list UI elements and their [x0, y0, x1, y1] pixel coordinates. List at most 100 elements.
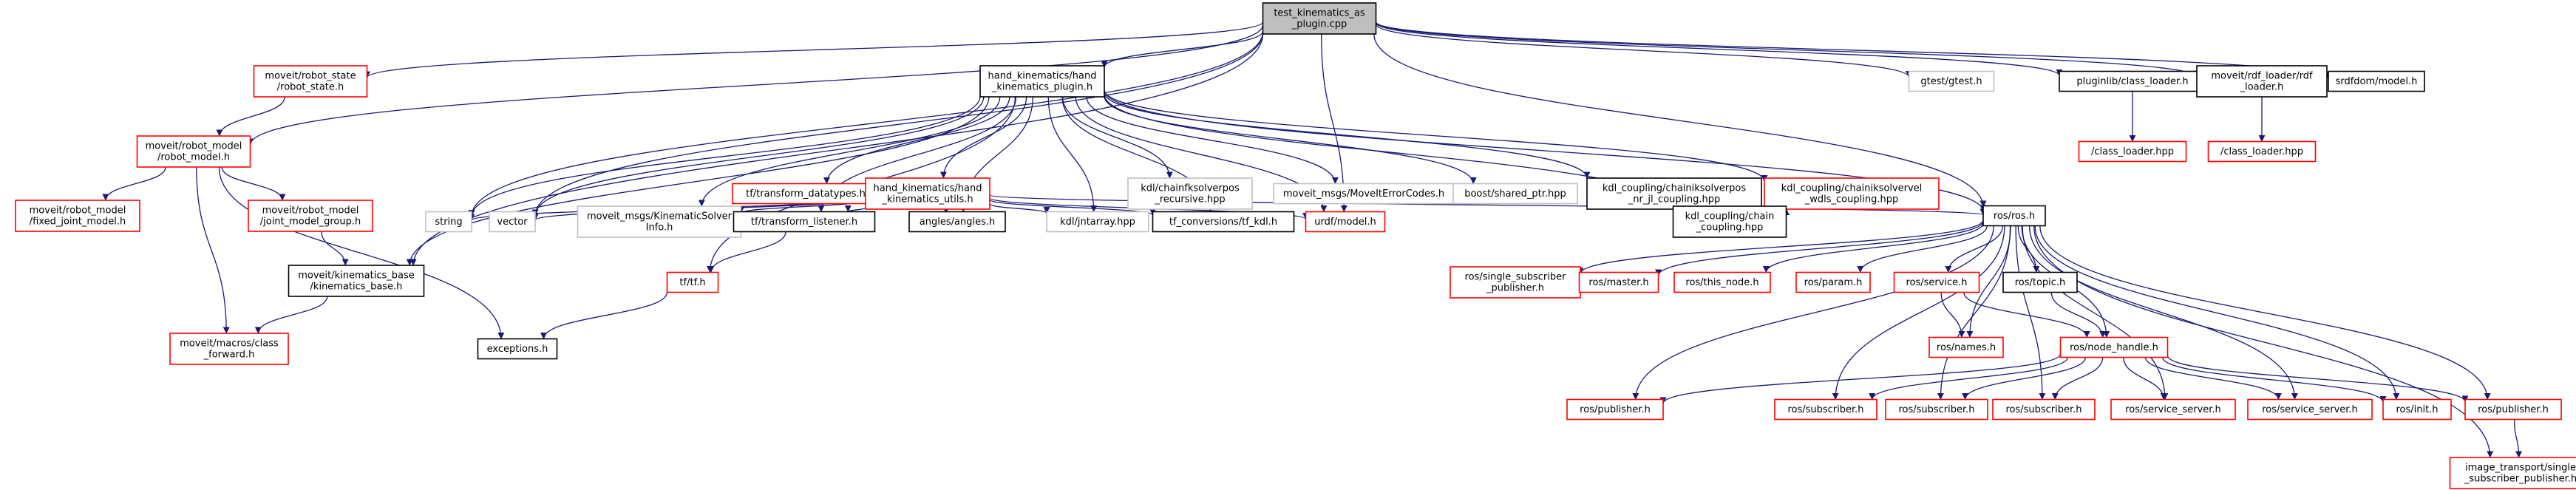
- node-label: _kinematics_utils.h: [881, 194, 973, 205]
- node-label: moveit/kinematics_base: [298, 270, 415, 282]
- edge-root-to-rosh: [1373, 33, 1987, 208]
- node-names[interactable]: ros/names.h: [1928, 336, 2004, 358]
- edge-root-to-urdfloader: [1375, 21, 2201, 78]
- edge-line: [823, 96, 1010, 184]
- edge-hku-to-tflist: [844, 205, 866, 213]
- node-label: string: [435, 217, 462, 228]
- node-classfwd[interactable]: moveit/macros/class_forward.h: [169, 333, 289, 365]
- node-label: ros/service_server.h: [2125, 404, 2221, 415]
- node-jmg[interactable]: moveit/robot_model/joint_model_group.h: [248, 200, 373, 232]
- node-service[interactable]: ros/service.h: [1893, 271, 1980, 293]
- node-srdf[interactable]: srdfdom/model.h: [2328, 70, 2425, 92]
- node-pub2[interactable]: ros/publisher.h: [2464, 398, 2562, 421]
- edge-rosh-to-itssp: [2033, 225, 2494, 458]
- edge-nh-to-ss1: [2123, 357, 2167, 400]
- node-cl2[interactable]: /class_loader.hpp: [2207, 140, 2317, 163]
- node-thisnode[interactable]: ros/this_node.h: [1673, 271, 1771, 293]
- edge-line: [1655, 220, 1984, 276]
- node-tflist[interactable]: tf/transform_listener.h: [733, 211, 876, 233]
- edge-nh-to-sub3: [2051, 357, 2104, 400]
- node-root[interactable]: test_kinematics_as_plugin.cpp: [1262, 2, 1377, 35]
- node-box: [1764, 177, 1940, 210]
- node-label: pluginlib/class_loader.h: [2076, 76, 2188, 87]
- node-fixed[interactable]: moveit/robot_model/fixed_joint_model.h: [15, 200, 140, 232]
- edge-hkp-to-sharedptr: [1104, 95, 1477, 184]
- edge-line: [1937, 225, 2011, 400]
- node-sub1[interactable]: ros/subscriber.h: [1774, 398, 1877, 421]
- node-box: [1928, 336, 2004, 358]
- edge-rosh-to-param: [1857, 225, 1988, 273]
- node-hku[interactable]: hand_kinematics/hand_kinematics_utils.h: [865, 177, 990, 210]
- node-ss2[interactable]: ros/service_server.h: [2247, 398, 2373, 421]
- node-nrjl[interactable]: kdl_coupling/chainiksolverpos_nr_jl_coup…: [1586, 177, 1762, 210]
- edge-line: [540, 291, 668, 339]
- node-master[interactable]: ros/master.h: [1578, 271, 1659, 293]
- node-chaincoup[interactable]: kdl_coupling/chain_coupling.hpp: [1672, 205, 1787, 238]
- node-label: _nr_jl_coupling.hpp: [1628, 194, 1721, 205]
- edge-line: [1375, 21, 2332, 79]
- edge-rmodel-to-classfwd: [196, 166, 230, 334]
- edge-line: [1061, 96, 1173, 179]
- node-label: urdf/model.h: [1314, 217, 1376, 228]
- node-label: /robot_state.h: [277, 82, 344, 93]
- node-angles[interactable]: angles/angles.h: [908, 211, 1006, 233]
- node-label: test_kinematics_as: [1274, 8, 1365, 19]
- node-label: exceptions.h: [487, 344, 548, 355]
- node-sub2[interactable]: ros/subscriber.h: [1885, 398, 1988, 421]
- node-rosh[interactable]: ros/ros.h: [1982, 205, 2046, 227]
- node-pub1[interactable]: ros/publisher.h: [1566, 398, 1664, 421]
- node-label: moveit/robot_model: [146, 141, 242, 152]
- node-box: [2207, 140, 2317, 163]
- node-urdfloader[interactable]: moveit/rdf_loader/rdf_loader.h: [2196, 65, 2328, 98]
- node-box: [169, 333, 289, 365]
- node-classloader[interactable]: pluginlib/class_loader.h: [2059, 70, 2206, 92]
- edge-rosh-to-master: [1655, 220, 1984, 276]
- node-box: [666, 271, 719, 293]
- edge-rosh-to-init: [2034, 225, 2400, 400]
- node-box: [1127, 177, 1253, 210]
- node-itssp[interactable]: image_transport/single_subscriber_publis…: [2449, 457, 2576, 489]
- node-label: moveit/rdf_loader/rdf: [2211, 71, 2313, 82]
- node-tfdt[interactable]: tf/transform_datatypes.h: [732, 183, 880, 205]
- node-box: [1578, 271, 1659, 293]
- edge-hkp-to-jntarray: [1047, 96, 1098, 212]
- node-label: ros/ros.h: [1994, 211, 2035, 222]
- node-box: [2328, 70, 2425, 92]
- node-tfkdl[interactable]: tf_conversions/tf_kdl.h: [1152, 211, 1295, 233]
- edge-hkp-to-wdls: [1104, 89, 1768, 183]
- edge-line: [2123, 357, 2167, 400]
- node-init[interactable]: ros/init.h: [2382, 398, 2452, 421]
- node-kbase[interactable]: moveit/kinematics_base/kinematics_base.h: [288, 265, 425, 297]
- node-rmodel[interactable]: moveit/robot_model/robot_model.h: [136, 135, 251, 168]
- node-label: /kinematics_base.h: [310, 282, 403, 293]
- edge-line: [2144, 357, 2282, 400]
- edge-hku-to-rosh: [989, 194, 1986, 216]
- node-tftf[interactable]: tf/tf.h: [666, 271, 719, 293]
- edge-rosh-to-topic: [2017, 225, 2040, 273]
- node-label: moveit/robot_state: [265, 71, 356, 82]
- node-label: ros/single_subscriber: [1465, 272, 1567, 283]
- edge-line: [2513, 419, 2523, 458]
- node-label: tf/transform_datatypes.h: [746, 188, 866, 200]
- node-box: [1452, 183, 1578, 205]
- node-ss1[interactable]: ros/service_server.h: [2110, 398, 2236, 421]
- edge-nh-to-pub1: [1659, 353, 2062, 404]
- edge-line: [2034, 225, 2400, 400]
- node-topic[interactable]: ros/topic.h: [2002, 271, 2078, 293]
- node-rstate[interactable]: moveit/robot_state/robot_state.h: [253, 65, 368, 98]
- edge-hkp-to-hku: [939, 96, 1027, 179]
- node-box: [425, 211, 472, 233]
- node-cl1[interactable]: /class_loader.hpp: [2078, 140, 2187, 163]
- edge-rosh-to-pub2: [2039, 225, 2491, 400]
- node-label: moveit/macros/class: [180, 338, 279, 350]
- node-hkp[interactable]: hand_kinematics/hand_kinematics_plugin.h: [979, 65, 1105, 98]
- node-param[interactable]: ros/param.h: [1795, 271, 1871, 293]
- node-nh[interactable]: ros/node_handle.h: [2059, 336, 2169, 358]
- node-sub3[interactable]: ros/subscriber.h: [1992, 398, 2096, 421]
- node-sharedptr: boost/shared_ptr.hpp: [1452, 183, 1578, 205]
- node-ssp[interactable]: ros/single_subscriber_publisher.h: [1450, 266, 1581, 299]
- node-urdfmodel[interactable]: urdf/model.h: [1305, 211, 1386, 233]
- node-exceptions[interactable]: exceptions.h: [477, 338, 558, 360]
- node-wdls[interactable]: kdl_coupling/chainiksolvervel_wdls_coupl…: [1764, 177, 1940, 210]
- node-label: ros/names.h: [1937, 342, 1996, 353]
